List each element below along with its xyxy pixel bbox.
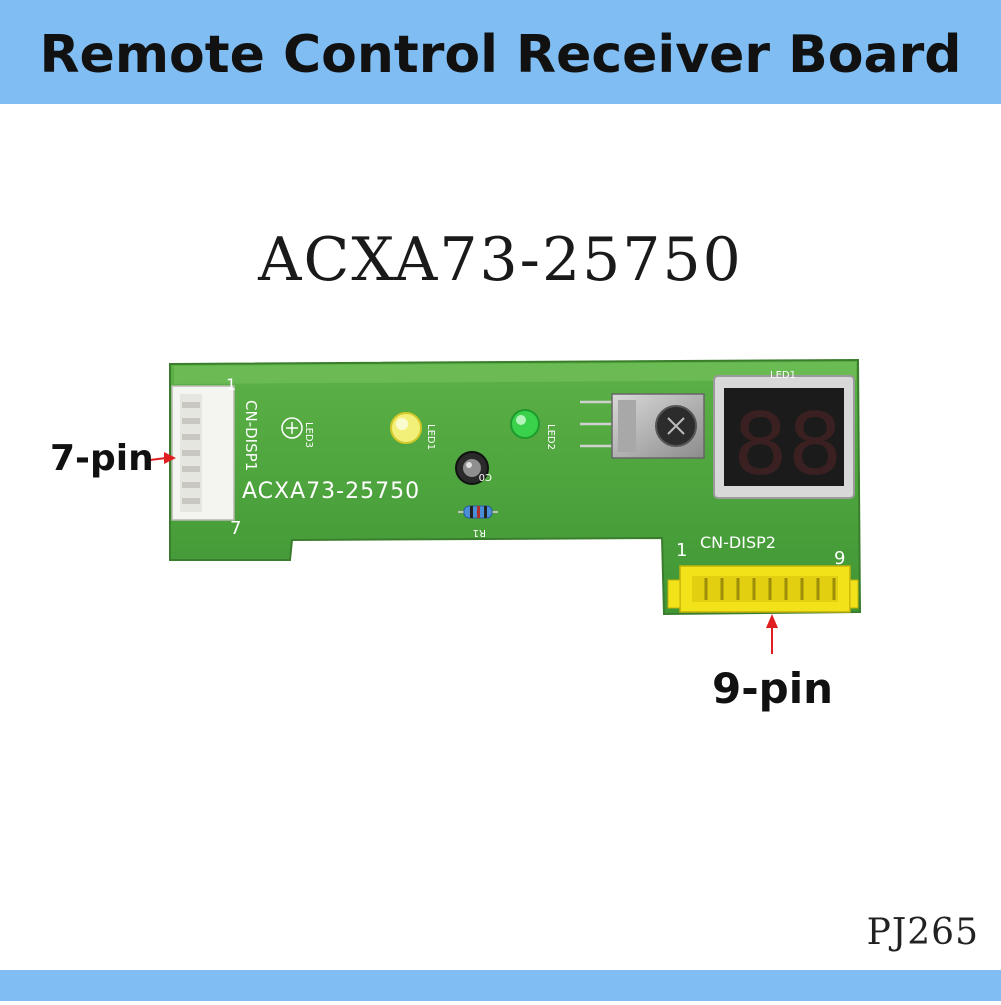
resistor	[458, 505, 498, 519]
bottom-banner	[0, 970, 1001, 1001]
seven-segment-display: 88	[713, 375, 855, 499]
left-connector-label: CN-DISP1	[242, 400, 260, 471]
left-pin-mark-end: 7	[230, 518, 241, 539]
silkscreen-model: ACXA73-25750	[242, 479, 420, 504]
green-led	[510, 409, 540, 439]
right-pin-mark-start: 1	[676, 540, 687, 561]
yellow-led	[390, 412, 422, 444]
model-number-heading: ACXA73-25750	[258, 225, 743, 295]
right-connector-label: CN-DISP2	[700, 533, 776, 552]
resistor-label: R1	[473, 527, 486, 538]
capacitor-label: C0	[479, 471, 492, 482]
ir-receiver	[580, 393, 705, 459]
top-banner	[0, 0, 1001, 104]
led3-footprint	[281, 417, 303, 439]
part-code: PJ265	[866, 912, 979, 953]
left-pin-mark-start: 1	[226, 375, 236, 394]
led3-label: LED3	[303, 422, 314, 448]
right-pin-mark-end: 9	[834, 548, 845, 569]
led2-label: LED2	[545, 424, 556, 450]
led1-label: LED1	[425, 424, 436, 450]
left-pin-arrow	[149, 452, 176, 464]
right-pin-arrow	[766, 614, 778, 654]
display-digits: 88	[733, 395, 842, 495]
page-title: Remote Control Receiver Board	[39, 25, 962, 85]
display-led-label: LED1	[770, 370, 796, 381]
right-connector	[667, 565, 859, 613]
capacitor	[455, 451, 489, 485]
nine-pin-label: 9-pin	[712, 664, 834, 713]
left-connector	[171, 385, 235, 521]
seven-pin-label: 7-pin	[50, 438, 154, 479]
